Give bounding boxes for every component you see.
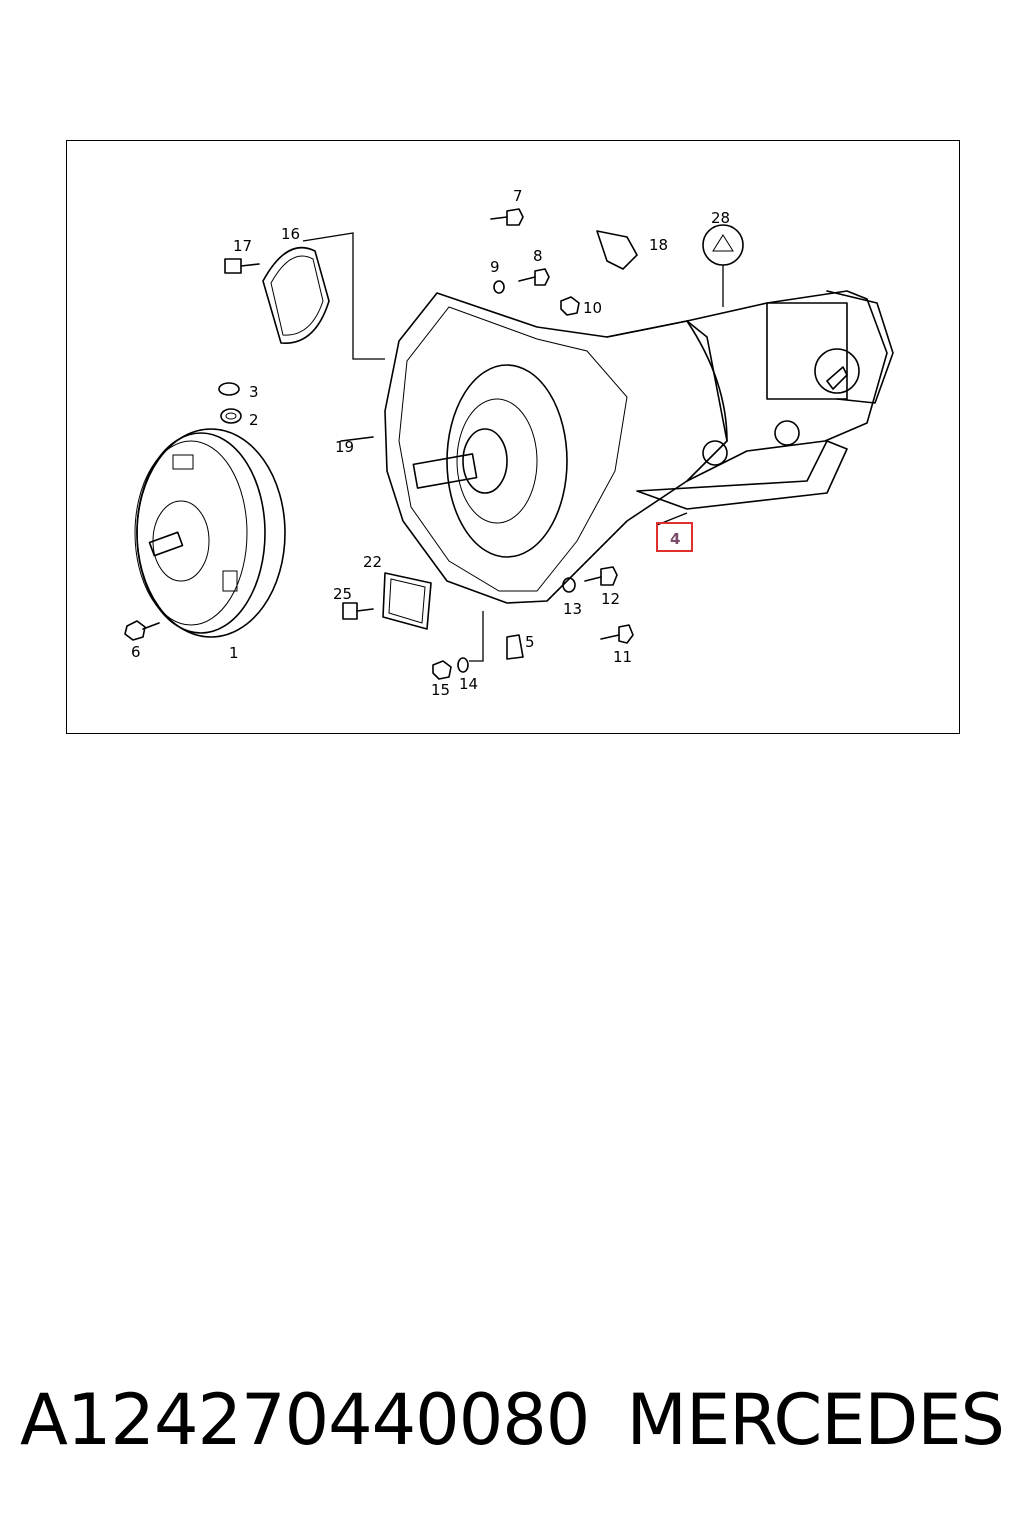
callout-5: 5 bbox=[525, 633, 535, 651]
callout-14: 14 bbox=[459, 675, 478, 693]
callout-28: 28 bbox=[711, 209, 730, 227]
callout-19: 19 bbox=[335, 438, 354, 456]
callout-16: 16 bbox=[281, 225, 300, 243]
callout-9: 9 bbox=[490, 258, 500, 276]
bolt-12-washer-13 bbox=[562, 566, 618, 593]
callout-1: 1 bbox=[229, 644, 239, 662]
part-number: A124270440080 bbox=[20, 1379, 590, 1461]
diagram-frame: 7 16 17 28 18 9 8 10 3 2 19 22 25 12 13 … bbox=[66, 140, 960, 734]
callout-8: 8 bbox=[533, 247, 543, 265]
bolt-11 bbox=[600, 624, 634, 644]
transmission-diagram: 7 16 17 28 18 9 8 10 3 2 19 22 25 12 13 … bbox=[124, 187, 894, 699]
small-parts-top bbox=[340, 208, 638, 442]
callout-10: 10 bbox=[583, 299, 602, 317]
callout-13: 13 bbox=[563, 600, 582, 618]
callout-12: 12 bbox=[601, 590, 620, 608]
torque-converter bbox=[134, 428, 286, 638]
callout-3: 3 bbox=[249, 383, 259, 401]
callout-17: 17 bbox=[233, 237, 252, 255]
plug-5 bbox=[506, 634, 524, 660]
callout-15: 15 bbox=[431, 681, 450, 699]
seal-2-plug-3 bbox=[218, 382, 242, 424]
bolt-17 bbox=[224, 258, 260, 274]
nut-15-washer-14 bbox=[432, 657, 469, 680]
callout-4: 4 bbox=[670, 530, 680, 548]
leader-16 bbox=[302, 232, 385, 360]
cover-16 bbox=[262, 246, 330, 344]
bolt-6 bbox=[124, 620, 160, 641]
mount-28 bbox=[702, 224, 744, 266]
transmission-housing bbox=[384, 290, 894, 604]
footer: A124270440080 MERCEDES bbox=[20, 1375, 1005, 1465]
callout-6: 6 bbox=[131, 643, 141, 661]
callout-18: 18 bbox=[649, 236, 668, 254]
highlight-box-4 bbox=[656, 522, 693, 552]
callout-11: 11 bbox=[613, 648, 632, 666]
callout-7: 7 bbox=[513, 187, 523, 205]
callout-2: 2 bbox=[249, 411, 259, 429]
callout-25: 25 bbox=[333, 585, 352, 603]
leader-14 bbox=[469, 611, 484, 662]
callout-22: 22 bbox=[363, 553, 382, 571]
screw-25 bbox=[342, 602, 374, 620]
brand-name: MERCEDES bbox=[626, 1379, 1005, 1461]
gasket-22 bbox=[382, 572, 432, 630]
